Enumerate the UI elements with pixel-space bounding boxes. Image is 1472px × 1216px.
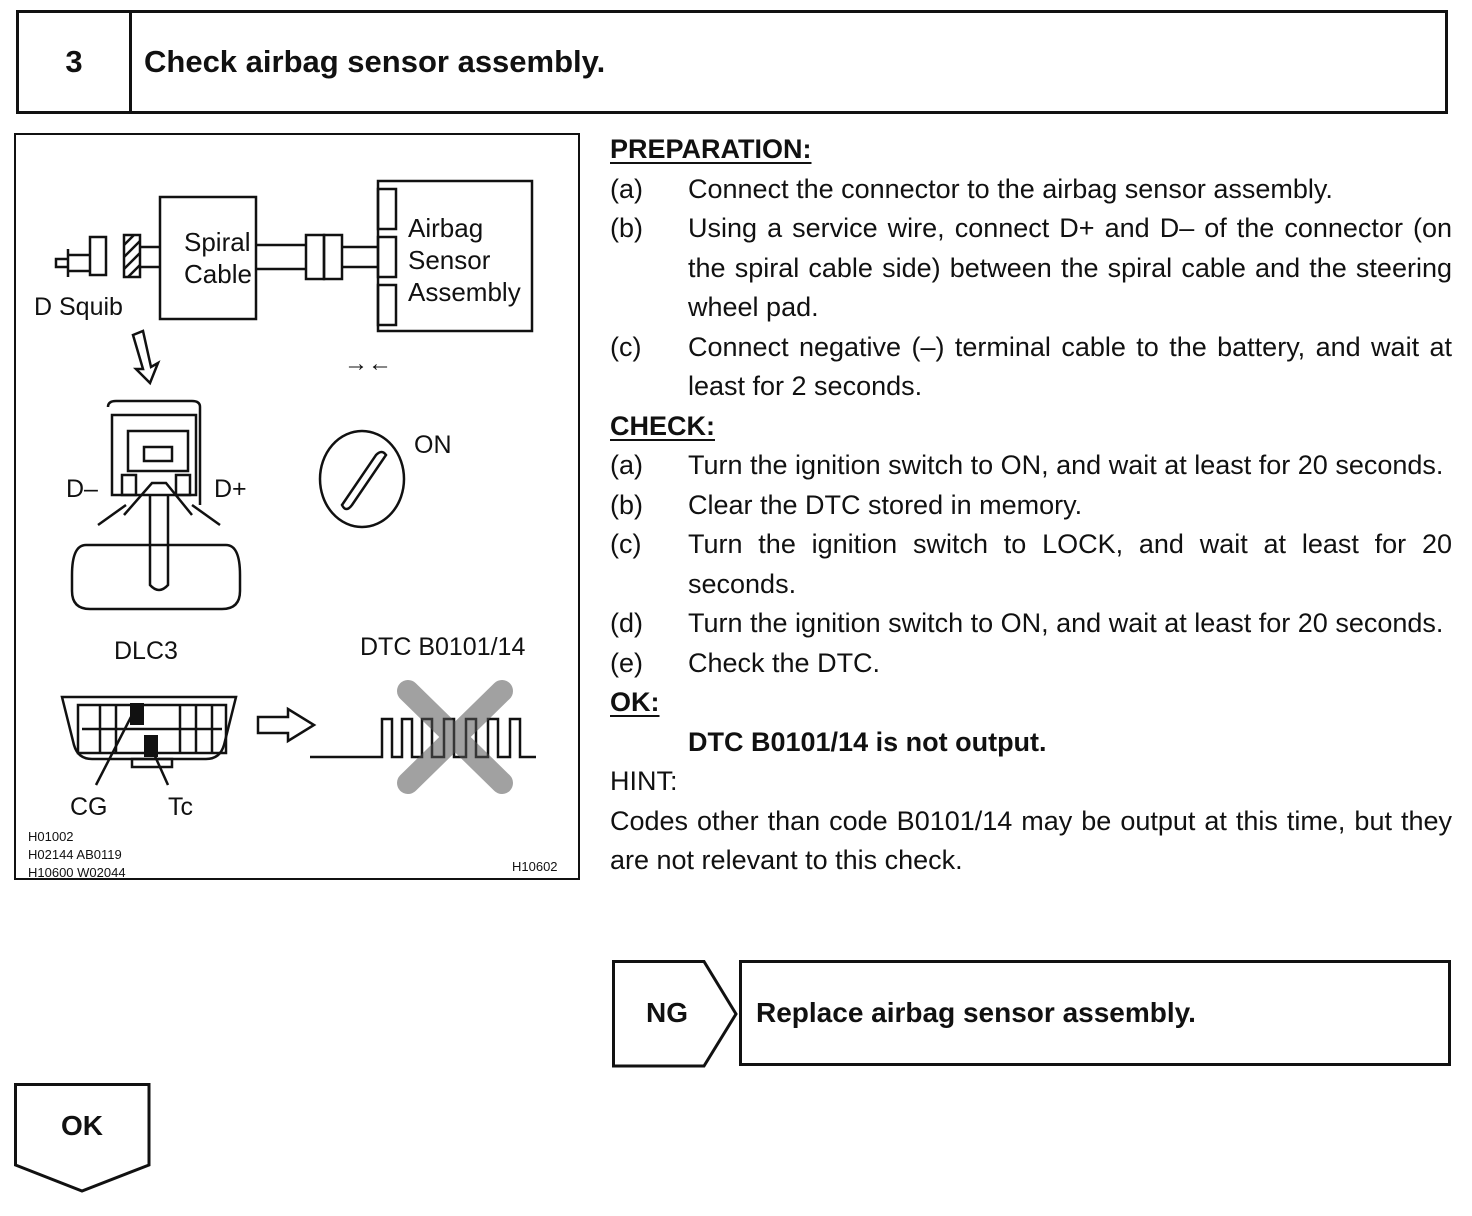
item-text: Check the DTC.: [688, 647, 881, 678]
tc-pin: [144, 735, 158, 757]
check-heading: CHECK:: [610, 410, 715, 441]
diagram-svg: D Squib Spiral Cable Airbag Sensor Assem…: [28, 179, 558, 880]
squib-plug: [88, 235, 108, 277]
item-text: Turn the ignition switch to ON, and wait…: [688, 450, 1444, 480]
item-label: (d): [610, 608, 643, 638]
ok-criterion: DTC B0101/14 is not output.: [688, 726, 1047, 757]
spiral-label-2: Cable: [184, 259, 252, 289]
step-title: Check airbag sensor assembly.: [144, 44, 606, 79]
item-label: (a): [610, 173, 643, 204]
hint-heading: HINT:: [610, 766, 678, 796]
on-label: ON: [414, 431, 452, 459]
d-plus-label: D+: [214, 475, 247, 503]
cg-label: CG: [70, 793, 108, 821]
item-text: Turn the ignition switch to ON, and wait…: [688, 608, 1444, 638]
ignition-key-slot: [340, 450, 388, 511]
ok-arrow-shape: [14, 1083, 151, 1193]
item-text: Connect negative (–) terminal cable to t…: [688, 331, 1452, 402]
item-text: Clear the DTC stored in memory.: [688, 489, 1083, 520]
ng-label: NG: [646, 996, 688, 1028]
list-item: (d) Turn the ignition switch to ON, and w…: [610, 604, 1452, 644]
connector-body: [70, 543, 242, 611]
item-label: (c): [610, 529, 642, 559]
d-minus-label: D–: [66, 475, 98, 503]
list-item: (b) Using a service wire, connect D+ and …: [610, 209, 1452, 328]
sensor-label-3: Assembly: [408, 277, 521, 307]
step-header: 3 Check airbag sensor assembly.: [16, 10, 1448, 114]
list-item: (a) Turn the ignition switch to ON, and w…: [610, 446, 1452, 486]
right-arrow: [256, 706, 317, 744]
tc-label: Tc: [168, 793, 193, 821]
item-label: (b): [610, 213, 643, 243]
list-item: (a) Connect the connector to the airbag s…: [610, 170, 1452, 210]
ok-label: OK: [61, 1110, 103, 1141]
dlc3-connector: [60, 695, 238, 761]
item-text: Connect the connector to the airbag sens…: [688, 173, 1333, 204]
preparation-heading: PREPARATION:: [610, 134, 812, 164]
item-text: Turn the ignition switch to LOCK, and wa…: [688, 529, 1452, 599]
sensor-label-2: Sensor: [408, 245, 491, 275]
ref-code-1: H01002: [28, 829, 74, 844]
squib-tip: [54, 257, 68, 269]
dtc-waveform: [310, 717, 536, 759]
procedure-text: PREPARATION: (a) Connect the connector to…: [610, 130, 1452, 881]
ref-code-4: H10602: [512, 859, 558, 874]
down-arrow: [131, 329, 161, 386]
item-label: (c): [610, 331, 642, 362]
list-item: (b) Clear the DTC stored in memory.: [610, 486, 1452, 526]
ref-code-2: H02144 AB0119: [28, 847, 122, 862]
item-label: (e): [610, 647, 643, 678]
wiring-diagram-figure: D Squib Spiral Cable Airbag Sensor Assem…: [14, 133, 580, 880]
list-item: (e) Check the DTC.: [610, 644, 1452, 684]
item-label: (a): [610, 450, 643, 480]
dlc3-label: DLC3: [114, 637, 178, 665]
cross-out-line-2: [397, 680, 513, 794]
d-squib-label: D Squib: [34, 293, 123, 321]
ignition-key-ring: [318, 429, 406, 529]
spiral-cable-box: [158, 195, 258, 321]
spiral-label-1: Spiral: [184, 227, 250, 257]
ng-action-box: Replace airbag sensor assembly.: [739, 960, 1451, 1066]
arrows-label: →←: [344, 350, 392, 377]
ref-code-3: H10600 W02044: [28, 865, 126, 880]
list-item: (c) Connect negative (–) terminal cable t…: [610, 328, 1452, 407]
hint-text: Codes other than code B0101/14 may be ou…: [610, 805, 1452, 876]
sensor-label-1: Airbag: [408, 213, 483, 243]
item-text: Using a service wire, connect D+ and D– …: [688, 213, 1452, 322]
list-item: (c) Turn the ignition switch to LOCK, and…: [610, 525, 1452, 604]
ng-arrow-shape: [612, 960, 738, 1068]
dtc-label: DTC B0101/14: [360, 633, 525, 661]
step-number: 3: [19, 13, 132, 111]
cg-pin: [130, 703, 144, 725]
ok-heading: OK:: [610, 687, 660, 717]
item-label: (b): [610, 489, 643, 520]
